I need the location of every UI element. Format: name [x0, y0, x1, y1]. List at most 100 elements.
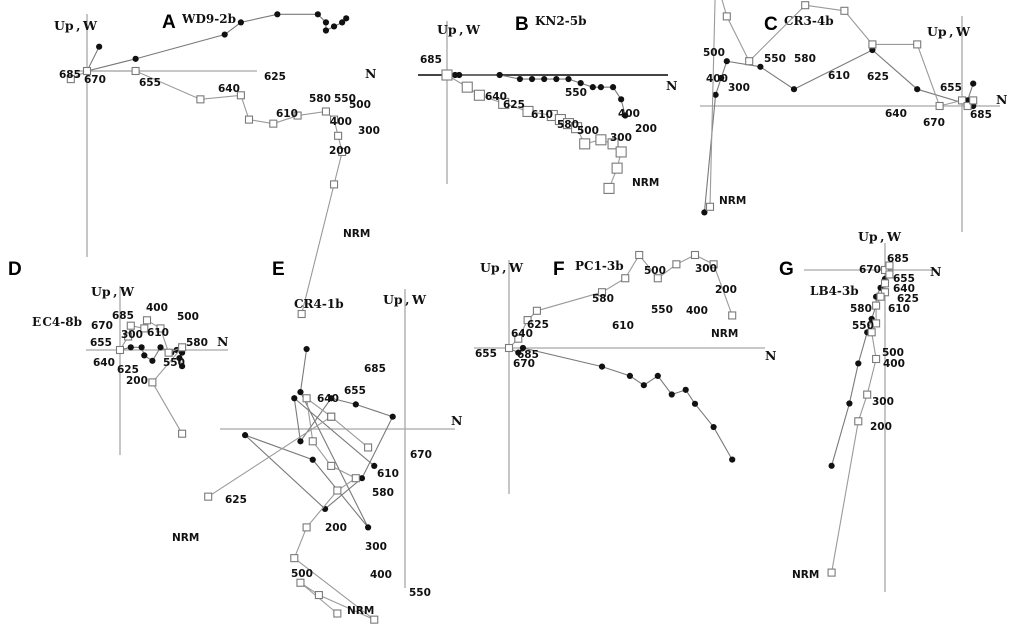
step-label: 550: [764, 53, 786, 65]
step-label: 610: [147, 327, 169, 339]
step-label: 670: [923, 117, 945, 129]
step-label: NRM: [719, 195, 746, 207]
n-axis-label: N: [765, 348, 776, 363]
horizontal-point: [330, 23, 338, 30]
vertical-point: [957, 96, 967, 105]
step-label: 200: [870, 421, 892, 433]
vertical-point: [156, 324, 165, 333]
sample-name: PC1-3b: [575, 259, 624, 273]
vertical-point: [595, 134, 607, 146]
step-label: 625: [867, 71, 889, 83]
horizontal-point: [516, 75, 524, 83]
vertical-point: [269, 119, 278, 128]
horizontal-point: [389, 413, 396, 420]
step-label: 655: [344, 385, 366, 397]
sample-name: CR3-4b: [784, 14, 834, 28]
step-label: 400: [883, 358, 905, 370]
vertical-point: [611, 162, 623, 174]
vertical-point: [603, 182, 615, 194]
vertical-point: [885, 270, 894, 279]
horizontal-point: [723, 58, 730, 65]
horizontal-projection-line: [508, 347, 733, 460]
step-label: 400: [686, 305, 708, 317]
vertical-point: [872, 301, 881, 310]
step-label: 625: [897, 293, 919, 305]
horizontal-point: [710, 423, 717, 431]
panel-letter: C: [764, 14, 778, 35]
horizontal-point: [515, 349, 522, 356]
step-label: 580: [794, 53, 816, 65]
step-label: 640: [93, 357, 115, 369]
horizontal-point: [712, 91, 719, 98]
horizontal-point: [132, 55, 139, 62]
vertical-point: [615, 146, 627, 158]
vertical-point: [321, 107, 331, 116]
step-label: 580: [186, 337, 208, 349]
horizontal-point: [718, 74, 725, 82]
step-label: NRM: [343, 228, 370, 240]
vertical-point: [327, 412, 336, 421]
vertical-point: [935, 101, 944, 111]
horizontal-point: [640, 382, 647, 389]
step-label: 500: [291, 568, 313, 580]
step-label: 300: [121, 329, 143, 341]
vertical-point: [334, 131, 343, 140]
vertical-projection-line: [207, 397, 375, 621]
step-label: 500: [882, 347, 904, 359]
horizontal-point: [828, 462, 835, 469]
horizontal-point: [297, 438, 304, 445]
horizontal-point: [127, 344, 134, 351]
step-label: 640: [885, 108, 907, 120]
horizontal-point: [358, 475, 366, 482]
vertical-point: [885, 261, 894, 270]
horizontal-point: [309, 456, 316, 463]
step-label: 685: [887, 253, 909, 265]
vertical-point: [461, 81, 473, 93]
n-axis-label: N: [451, 413, 462, 428]
vertical-point: [314, 590, 323, 600]
vertical-point: [728, 311, 737, 320]
horizontal-point: [352, 401, 359, 408]
vertical-point: [441, 69, 453, 81]
panel-letter: G: [779, 259, 794, 280]
panel-letter: E: [272, 259, 285, 280]
sample-name: LB4-3b: [810, 284, 859, 298]
step-label: 200: [126, 375, 148, 387]
up-w-axis-label: Up , W: [54, 18, 98, 33]
horizontal-point: [339, 19, 346, 26]
vertical-point: [854, 417, 863, 426]
horizontal-point: [589, 84, 596, 91]
step-label: 670: [410, 449, 432, 461]
step-label: 500: [703, 47, 725, 59]
step-label: 300: [695, 263, 717, 275]
step-label: 610: [888, 303, 910, 315]
step-label: 610: [531, 109, 553, 121]
horizontal-point: [622, 112, 629, 119]
horizontal-point: [626, 372, 634, 379]
vertical-point: [867, 328, 876, 337]
horizontal-point: [598, 363, 606, 370]
horizontal-point: [729, 456, 736, 463]
horizontal-point: [138, 344, 145, 351]
step-label: 550: [163, 357, 185, 369]
horizontal-point: [855, 360, 862, 367]
horizontal-point: [654, 372, 661, 379]
vertical-point: [140, 324, 149, 333]
vertical-point: [131, 66, 140, 76]
vertical-point: [863, 390, 872, 399]
step-label: 610: [828, 70, 850, 82]
horizontal-point: [297, 389, 304, 396]
horizontal-point: [322, 19, 330, 26]
vertical-point: [302, 523, 311, 532]
step-label: 300: [728, 82, 750, 94]
step-label: 500: [644, 265, 666, 277]
step-label: 640: [511, 328, 533, 340]
step-label: 670: [513, 358, 535, 370]
step-label: 625: [117, 364, 139, 376]
vertical-point: [523, 316, 532, 325]
vertical-point: [473, 89, 485, 101]
step-label: 625: [527, 319, 549, 331]
vertical-point: [364, 443, 373, 452]
vertical-point: [514, 334, 523, 343]
vertical-point: [115, 345, 125, 355]
